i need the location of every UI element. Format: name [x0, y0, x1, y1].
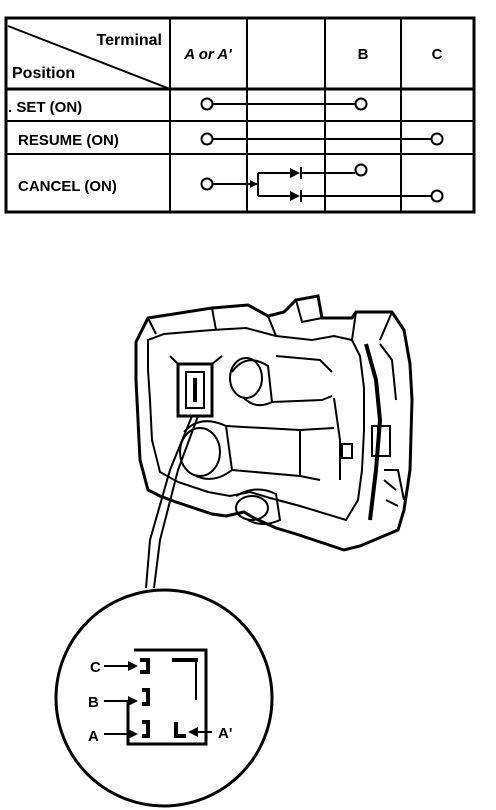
connector-callout: C B A A'	[54, 415, 274, 808]
header-terminal: Terminal	[97, 32, 163, 49]
header-diagonal	[7, 25, 171, 90]
pin-label-a: A	[88, 728, 99, 745]
pin-c-pointer	[104, 661, 138, 671]
row-label-set: . SET (ON)	[8, 99, 82, 116]
terminal-dot	[430, 132, 444, 146]
diode-icon	[290, 191, 300, 201]
col-header-c: C	[432, 46, 443, 63]
connector-socket	[176, 362, 214, 418]
switch-tab	[371, 425, 391, 457]
pin-b-pointer	[104, 696, 138, 706]
terminal-dot	[354, 97, 368, 111]
col-header-a: A or A'	[183, 46, 232, 63]
terminal-dot	[200, 177, 214, 191]
pin-label-b: B	[88, 694, 99, 711]
terminal-dot	[430, 189, 444, 203]
terminal-dot	[200, 97, 214, 111]
col-header-b: B	[358, 46, 369, 63]
row-label-cancel: CANCEL (ON)	[18, 178, 117, 195]
cancel-continuity	[200, 163, 444, 203]
pin-label-c: C	[90, 659, 101, 676]
terminal-dot	[354, 163, 368, 177]
pin-label-a-prime: A'	[218, 725, 232, 742]
pin-a-pointer	[104, 729, 138, 739]
magnified-view	[54, 588, 274, 808]
continuity-table: Terminal Position A or A' B C . SET (ON)…	[4, 16, 476, 214]
terminal-dot	[200, 132, 214, 146]
diode-icon	[290, 168, 300, 178]
set-continuity	[200, 97, 368, 111]
table-border	[4, 16, 476, 214]
cruise-switch-body	[134, 294, 414, 552]
row-label-resume: RESUME (ON)	[18, 132, 119, 149]
pin-a-prime-pointer	[188, 727, 212, 737]
header-position: Position	[12, 65, 75, 82]
resume-continuity	[200, 132, 444, 146]
